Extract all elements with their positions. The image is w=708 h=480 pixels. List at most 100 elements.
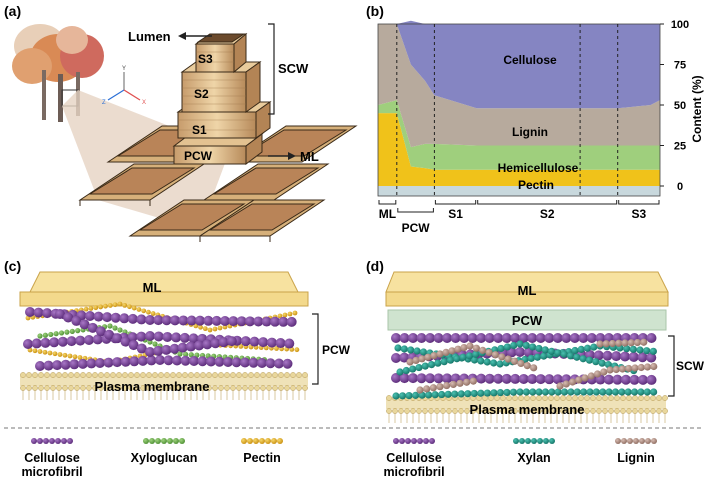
lipid-head bbox=[536, 395, 542, 401]
lipid-head bbox=[164, 372, 170, 378]
xylan-bead bbox=[522, 388, 530, 396]
cellulose-bead bbox=[206, 356, 216, 367]
membrane-label: Plasma membrane bbox=[470, 402, 585, 417]
base-band bbox=[378, 186, 660, 196]
xylan-bead bbox=[571, 346, 579, 355]
trees-illustration bbox=[12, 24, 104, 122]
cellulose-bead bbox=[569, 333, 580, 343]
lipid-head bbox=[242, 385, 248, 391]
legend-swatch-bead bbox=[633, 438, 639, 444]
lipid-head bbox=[656, 408, 662, 414]
lipid-head bbox=[188, 372, 194, 378]
legend-swatch-bead bbox=[399, 438, 405, 444]
cellulose-bead bbox=[202, 339, 213, 350]
lipid-head bbox=[50, 385, 56, 391]
lipid-head bbox=[200, 372, 206, 378]
scw-label: SCW bbox=[278, 61, 309, 76]
lipid-head bbox=[206, 372, 212, 378]
cellulose-bead bbox=[442, 373, 453, 384]
xylan-bead bbox=[554, 388, 562, 396]
cellulose-bead bbox=[214, 356, 225, 367]
lipid-head bbox=[56, 385, 62, 391]
lignin-bead bbox=[418, 355, 426, 363]
xylan-bead bbox=[490, 359, 498, 367]
cellulose-bead bbox=[236, 316, 247, 327]
cellulose-bead bbox=[408, 373, 419, 384]
legend-swatch-bead bbox=[549, 438, 555, 444]
legend-swatch-bead bbox=[405, 438, 411, 444]
cellulose-bead bbox=[172, 355, 182, 366]
lipid-head bbox=[608, 408, 614, 414]
lipid-head bbox=[608, 395, 614, 401]
xylan-bead bbox=[394, 344, 402, 352]
xyloglucan-bead bbox=[188, 352, 194, 358]
cellulose-bead bbox=[163, 355, 174, 366]
xylan-bead bbox=[402, 366, 410, 375]
legend-swatch-bead bbox=[179, 438, 185, 444]
lipid-head bbox=[80, 385, 86, 391]
lipid-head bbox=[116, 372, 122, 378]
lignin-bead bbox=[581, 374, 589, 382]
legend-swatch-bead bbox=[155, 438, 161, 444]
xylan-bead bbox=[560, 350, 568, 358]
cellulose-bead bbox=[228, 316, 239, 327]
pectin-bead bbox=[136, 307, 142, 312]
cellulose-bead bbox=[501, 333, 512, 343]
xylan-bead bbox=[611, 388, 620, 396]
pectin-bead bbox=[122, 302, 128, 308]
y-tick-label: 50 bbox=[674, 100, 686, 112]
legend-swatch-bead bbox=[143, 438, 149, 444]
y-tick-label: 75 bbox=[674, 60, 686, 72]
pectin-bead bbox=[32, 348, 38, 354]
lipid-head bbox=[566, 395, 572, 401]
legend-swatch-bead bbox=[253, 438, 259, 444]
pectin-bead bbox=[112, 302, 118, 308]
lignin-bead bbox=[650, 362, 658, 371]
lipid-head bbox=[278, 372, 284, 378]
lignin-bead bbox=[448, 347, 456, 355]
y-tick-label: 25 bbox=[674, 141, 686, 153]
lignin-bead bbox=[556, 382, 564, 390]
lipid-head bbox=[86, 372, 92, 378]
lipid-head bbox=[224, 385, 230, 391]
lipid-head bbox=[158, 372, 164, 378]
series-label: Pectin bbox=[518, 178, 554, 192]
cellulose-bead bbox=[637, 352, 648, 363]
legend-swatch-bead bbox=[513, 438, 519, 444]
cellulose-bead bbox=[136, 314, 147, 325]
xylan-bead bbox=[529, 388, 537, 396]
cellulose-bead bbox=[611, 351, 622, 362]
lipid-head bbox=[20, 385, 26, 391]
lignin-bead bbox=[587, 372, 595, 380]
lipid-head bbox=[176, 372, 182, 378]
legend-swatch-bead bbox=[411, 438, 417, 444]
lipid-head bbox=[296, 385, 302, 391]
cellulose-bead bbox=[137, 355, 148, 366]
lignin-bead bbox=[454, 345, 462, 353]
cellulose-bead bbox=[270, 316, 280, 327]
lignin-bead bbox=[618, 365, 627, 373]
pectin-bead bbox=[117, 301, 123, 307]
lignin-bead bbox=[491, 351, 500, 359]
cellulose-bead bbox=[646, 333, 657, 343]
cellulose-bead bbox=[603, 374, 614, 385]
panel-a: (a) Y Z X bbox=[4, 3, 358, 242]
lipid-head bbox=[626, 408, 632, 414]
pcw-label: PCW bbox=[322, 343, 351, 357]
cellulose-bead bbox=[42, 308, 53, 319]
cellulose-bead bbox=[185, 341, 196, 352]
lipid-head bbox=[146, 372, 152, 378]
cellulose-bead bbox=[104, 329, 115, 340]
cellulose-bead bbox=[258, 337, 269, 348]
pectin-bead bbox=[287, 311, 293, 317]
lipid-head bbox=[560, 395, 566, 401]
lipid-head bbox=[20, 372, 26, 378]
lipid-head bbox=[578, 395, 584, 401]
pectin-bead bbox=[107, 303, 113, 308]
lignin-bead bbox=[593, 370, 602, 378]
cellulose-bead bbox=[194, 340, 205, 351]
lignin-bead bbox=[562, 380, 570, 388]
cellulose-bead bbox=[416, 333, 427, 343]
region-bracket bbox=[397, 208, 434, 213]
